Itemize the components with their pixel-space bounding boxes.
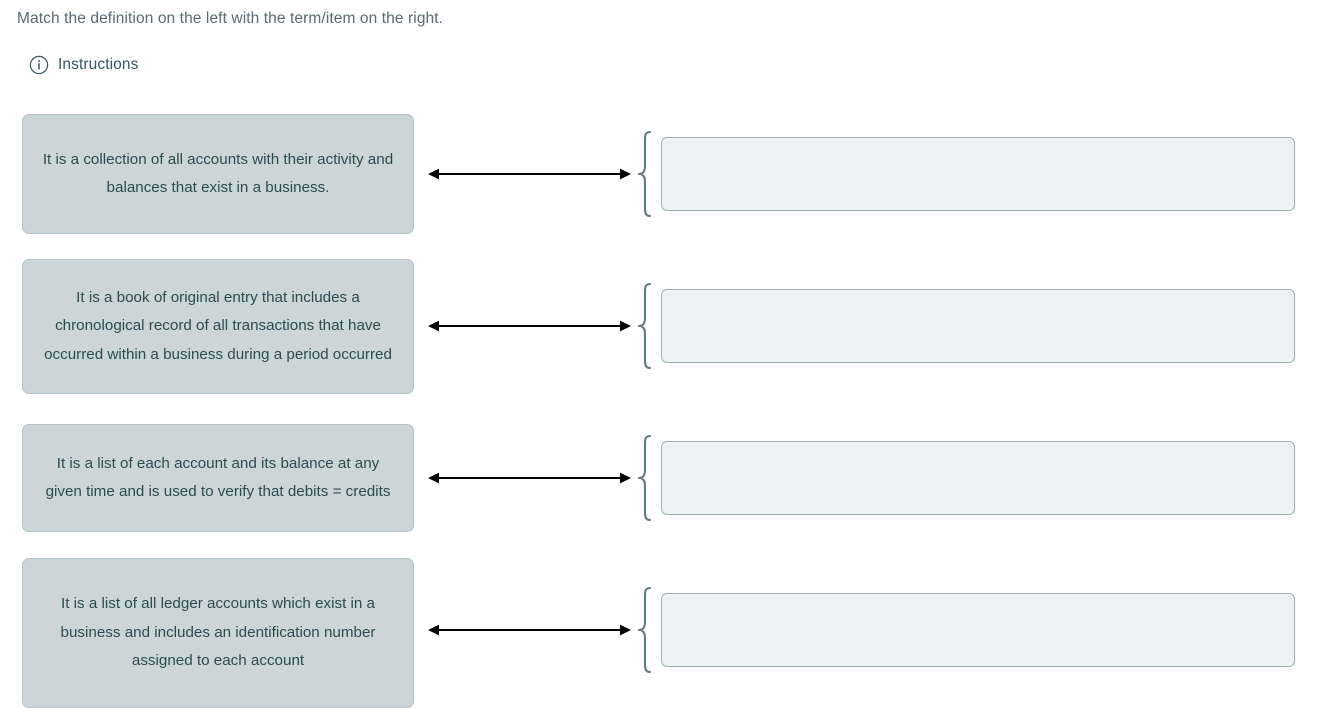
definition-card[interactable]: It is a collection of all accounts with … [22,114,414,234]
definition-text: It is a list of all ledger accounts whic… [60,595,376,670]
definition-card[interactable]: It is a list of all ledger accounts whic… [22,558,414,708]
page-title: Match the definition on the left with th… [17,10,444,27]
info-circle-icon [29,55,49,75]
double-headed-arrow-icon [428,471,631,485]
double-headed-arrow-icon [428,623,631,637]
curly-brace-icon [637,130,653,218]
answer-drop-zone[interactable] [661,593,1295,667]
curly-brace-icon [637,434,653,522]
definition-card[interactable]: It is a list of each account and its bal… [22,424,414,532]
definition-text: It is a list of each account and its bal… [45,454,391,501]
curly-brace-icon [637,282,653,370]
answer-drop-zone[interactable] [661,289,1295,363]
instructions-label: Instructions [58,56,139,73]
answer-drop-zone[interactable] [661,137,1295,211]
answer-drop-zone[interactable] [661,441,1295,515]
definition-text: It is a collection of all accounts with … [42,150,394,197]
double-headed-arrow-icon [428,319,631,333]
definition-card[interactable]: It is a book of original entry that incl… [22,259,414,394]
curly-brace-icon [637,586,653,674]
instructions-row[interactable]: Instructions [29,55,138,75]
double-headed-arrow-icon [428,167,631,181]
definition-text: It is a book of original entry that incl… [44,288,392,363]
